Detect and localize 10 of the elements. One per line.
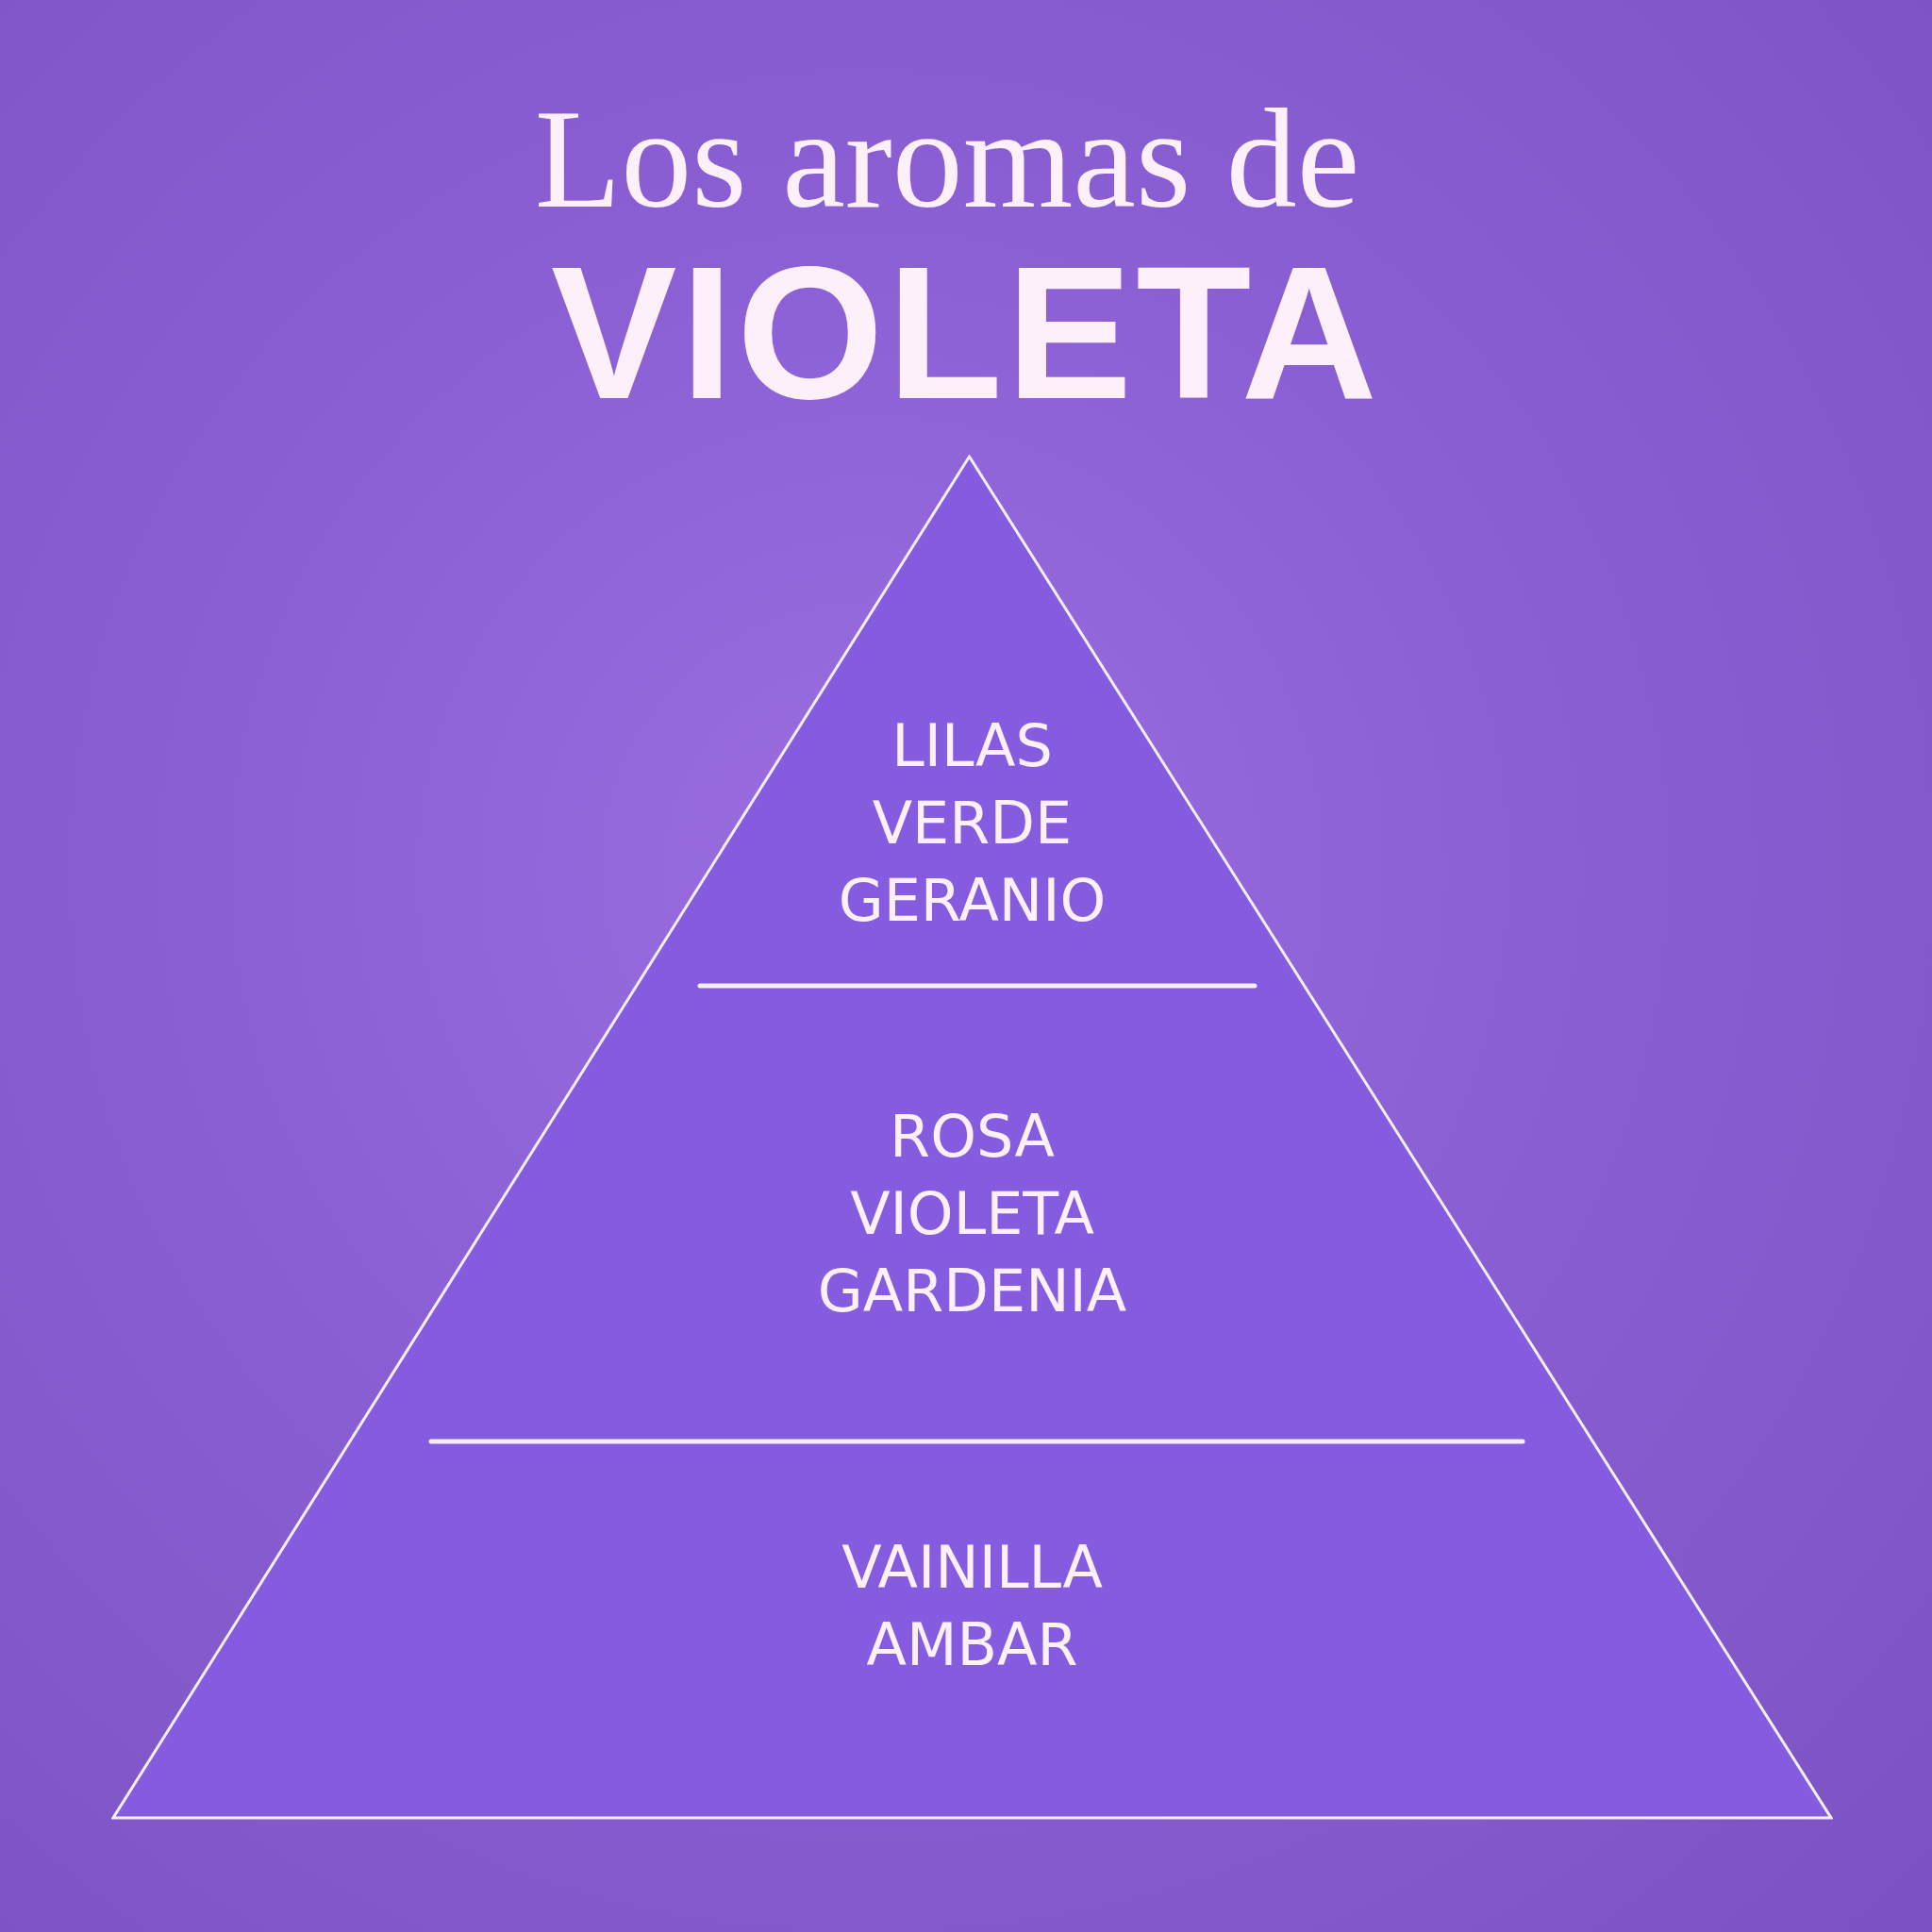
note-text: LILAS [891, 709, 1053, 782]
title: Los aromas de [534, 83, 1361, 234]
note-text: ROSA [890, 1100, 1055, 1173]
note-text: VIOLETA [850, 1177, 1094, 1250]
note-text: GARDENIA [817, 1255, 1127, 1327]
note-text: GERANIO [838, 864, 1107, 937]
note-text: AMBAR [866, 1609, 1078, 1681]
note-text: VERDE [872, 787, 1073, 859]
note-text: VAINILLA [841, 1532, 1103, 1604]
subtitle: VIOLETA [551, 234, 1381, 432]
